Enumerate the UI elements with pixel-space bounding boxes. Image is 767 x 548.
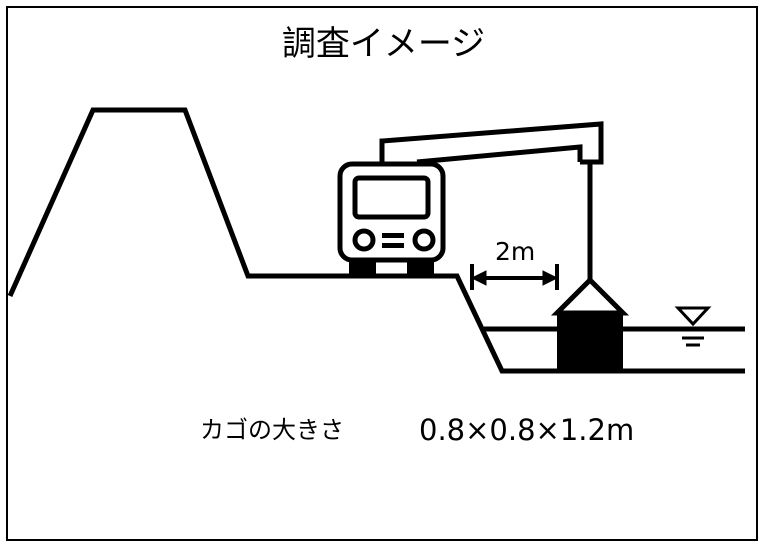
truck-headlight-left <box>352 228 376 252</box>
basket-size-label: カゴの大きさ <box>200 416 344 444</box>
truck-headlight-right <box>412 228 436 252</box>
dimension-label: 2m <box>495 237 536 266</box>
water-level-icon <box>674 306 712 347</box>
truck-wheel-right <box>407 260 434 277</box>
truck-grille <box>382 233 404 248</box>
crane-arm-upper <box>379 121 604 165</box>
basket-size-value: 0.8×0.8×1.2m <box>419 413 635 447</box>
truck-windshield <box>352 175 431 220</box>
truck-wheel-left <box>349 260 376 277</box>
truck <box>337 161 446 263</box>
basket <box>557 313 623 371</box>
crane-arm-lower <box>416 144 583 165</box>
basket-sling <box>550 276 630 316</box>
diagram-title: 調査イメージ <box>281 24 486 64</box>
dimension-arrow <box>470 264 559 290</box>
diagram-frame <box>6 6 758 541</box>
truck-wheels <box>349 260 434 277</box>
ground-profile <box>7 107 745 374</box>
